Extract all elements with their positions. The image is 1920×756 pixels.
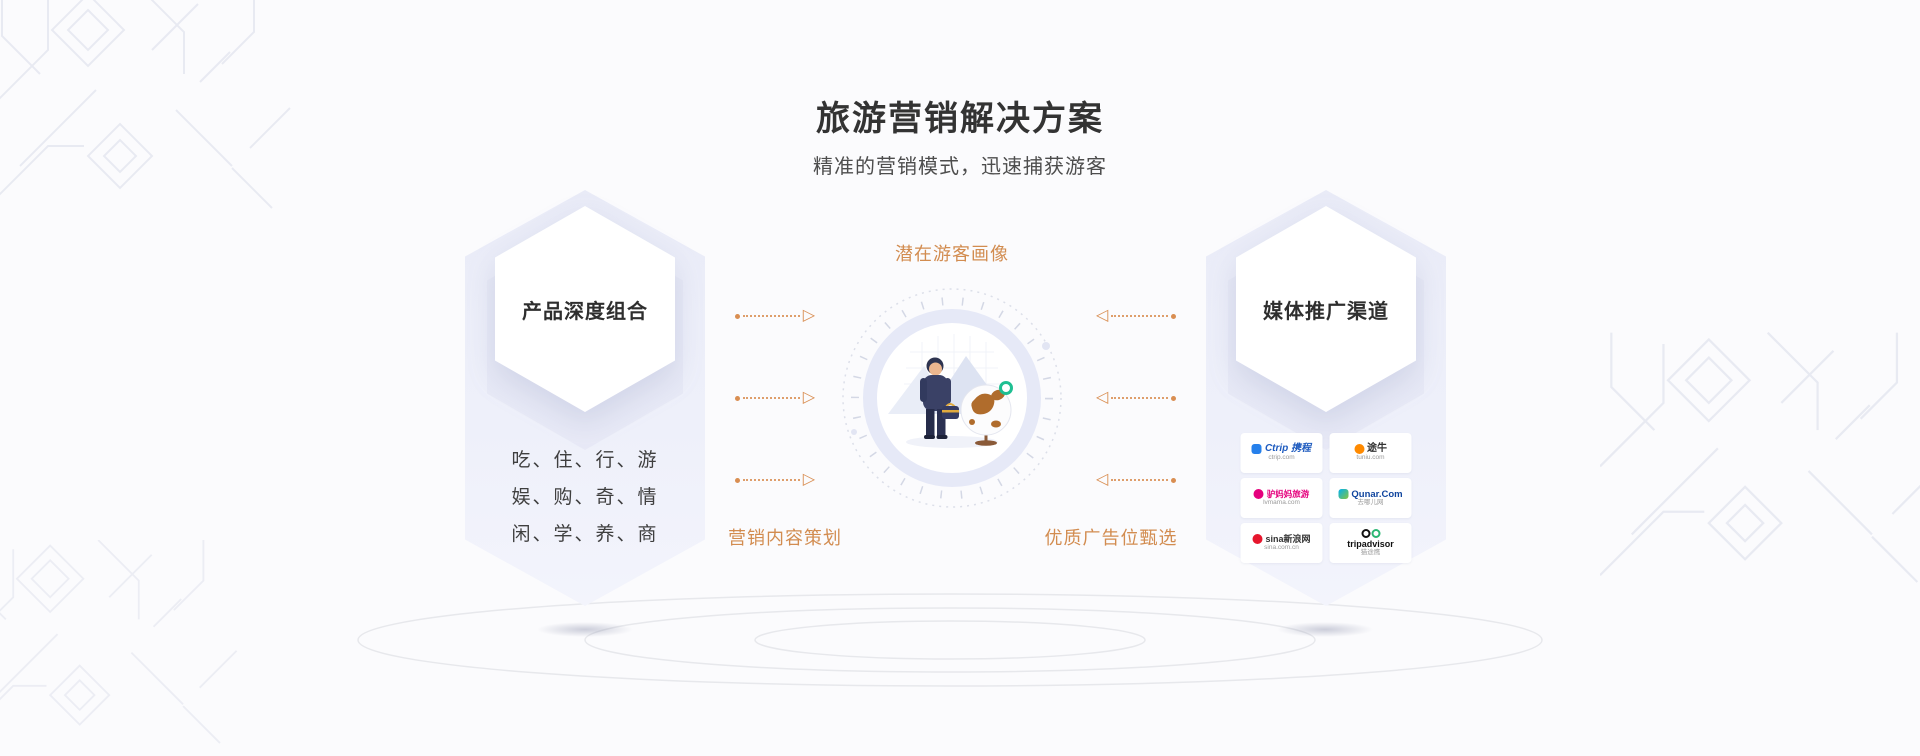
qunar-logo-icon bbox=[1338, 489, 1349, 500]
arrow-triangle-right-icon: ▷ bbox=[802, 389, 815, 406]
logo-ctrip-main: Ctrip 携程 bbox=[1251, 443, 1312, 455]
arrow-dot-icon bbox=[735, 395, 740, 401]
arrow-dot-icon bbox=[1171, 477, 1176, 483]
product-categories: 吃、住、行、游 娱、购、奇、情 闲、学、养、商 bbox=[465, 442, 705, 553]
arrow-left-1: ▷ bbox=[735, 307, 815, 325]
arrow-dotted-line bbox=[1111, 479, 1168, 481]
arrow-left-3: ▷ bbox=[735, 471, 815, 489]
arrow-dot-icon bbox=[735, 313, 740, 319]
logo-tripadvisor-sub: 猫途鹰 bbox=[1360, 549, 1381, 557]
logo-lvmama-sub: lvmama.com bbox=[1263, 499, 1300, 507]
logo-sina-main: sina新浪网 bbox=[1252, 533, 1311, 545]
hexagon-white-wrap: 媒体推广渠道 bbox=[1236, 206, 1416, 412]
arrow-dotted-line bbox=[743, 315, 800, 317]
logo-qunar-main: Qunar.Com bbox=[1338, 488, 1403, 500]
right-card-shadow bbox=[1277, 622, 1373, 637]
logo-lvmama-text: 驴妈妈旅游 bbox=[1266, 489, 1310, 499]
arrow-triangle-right-icon: ▷ bbox=[802, 471, 815, 488]
left-card-shadow bbox=[537, 622, 633, 637]
arrow-dot-icon bbox=[1171, 313, 1176, 319]
media-channels-card: 媒体推广渠道 Ctrip 携程 ctrip.com 途牛 tuniu.com bbox=[1206, 190, 1446, 606]
logo-tripadvisor-text: tripadvisor bbox=[1347, 539, 1394, 550]
logo-tuniu: 途牛 tuniu.com bbox=[1329, 433, 1412, 473]
background-pattern-bottom-left bbox=[0, 540, 238, 744]
logo-tripadvisor-main bbox=[1361, 529, 1380, 539]
arrow-left-2: ▷ bbox=[735, 389, 815, 407]
logo-ctrip-sub: ctrip.com bbox=[1268, 454, 1295, 462]
label-ad-selection: 优质广告位甄选 bbox=[1044, 528, 1178, 548]
page-subtitle: 精准的营销模式，迅速捕获游客 bbox=[813, 156, 1107, 178]
product-line-2: 娱、购、奇、情 bbox=[511, 487, 659, 508]
product-line-1: 吃、住、行、游 bbox=[511, 450, 659, 471]
logo-lvmama: 驴妈妈旅游 lvmama.com bbox=[1240, 478, 1323, 518]
logo-lvmama-main: 驴妈妈旅游 bbox=[1253, 489, 1310, 500]
arrow-triangle-left-icon: ◁ bbox=[1096, 307, 1109, 324]
owl-left-eye-icon bbox=[1361, 529, 1370, 539]
logo-sina-text: sina新浪网 bbox=[1265, 533, 1311, 544]
arrow-dotted-line bbox=[743, 397, 800, 399]
hexagon-white: 媒体推广渠道 bbox=[1236, 206, 1416, 412]
sina-logo-icon bbox=[1252, 534, 1263, 545]
lvmama-logo-icon bbox=[1253, 489, 1264, 500]
page-title: 旅游营销解决方案 bbox=[816, 99, 1104, 138]
tourist-profile-illustration bbox=[842, 288, 1062, 508]
arrow-dot-icon bbox=[735, 477, 740, 483]
hexagon-white-wrap: 产品深度组合 bbox=[495, 206, 675, 412]
arrow-right-1: ◁ bbox=[1096, 307, 1176, 325]
arrow-triangle-left-icon: ◁ bbox=[1096, 471, 1109, 488]
product-line-3: 闲、学、养、商 bbox=[511, 524, 659, 545]
logo-ctrip: Ctrip 携程 ctrip.com bbox=[1240, 433, 1323, 473]
floor-ellipses bbox=[357, 593, 1543, 687]
logo-tuniu-main: 途牛 bbox=[1354, 443, 1387, 455]
logo-tripadvisor: tripadvisor 猫途鹰 bbox=[1329, 523, 1412, 563]
product-combination-card: 产品深度组合 吃、住、行、游 娱、购、奇、情 闲、学、养、商 bbox=[465, 190, 705, 606]
right-card-title: 媒体推广渠道 bbox=[1263, 300, 1389, 323]
arrow-dotted-line bbox=[743, 479, 800, 481]
media-logo-grid: Ctrip 携程 ctrip.com 途牛 tuniu.com 驴妈妈旅游 lv… bbox=[1240, 433, 1412, 563]
left-card-title: 产品深度组合 bbox=[522, 300, 648, 323]
arrow-dotted-line bbox=[1111, 397, 1168, 399]
arrow-right-3: ◁ bbox=[1096, 471, 1176, 489]
arrow-dotted-line bbox=[1111, 315, 1168, 317]
arrow-dot-icon bbox=[1171, 395, 1176, 401]
arrow-right-2: ◁ bbox=[1096, 389, 1176, 407]
logo-tuniu-sub: tuniu.com bbox=[1356, 454, 1385, 462]
label-content-planning: 营销内容策划 bbox=[728, 528, 842, 548]
hexagon-white: 产品深度组合 bbox=[495, 206, 675, 412]
arrow-triangle-left-icon: ◁ bbox=[1096, 389, 1109, 406]
owl-right-eye-icon bbox=[1371, 529, 1380, 539]
logo-qunar-sub: 去哪儿网 bbox=[1357, 499, 1384, 507]
logo-ctrip-text: Ctrip 携程 bbox=[1264, 443, 1312, 455]
logo-sina: sina新浪网 sina.com.cn bbox=[1240, 523, 1323, 563]
background-pattern-right bbox=[1600, 331, 1920, 584]
logo-tuniu-text: 途牛 bbox=[1367, 443, 1387, 455]
ctrip-logo-icon bbox=[1251, 444, 1262, 455]
label-tourist-profile: 潜在游客画像 bbox=[895, 244, 1009, 264]
tuniu-logo-icon bbox=[1354, 444, 1364, 455]
logo-qunar-text: Qunar.Com bbox=[1351, 488, 1403, 500]
arrow-triangle-right-icon: ▷ bbox=[802, 307, 815, 324]
logo-sina-sub: sina.com.cn bbox=[1264, 544, 1299, 552]
logo-qunar: Qunar.Com 去哪儿网 bbox=[1329, 478, 1412, 518]
tripadvisor-owl-icon bbox=[1361, 529, 1380, 539]
